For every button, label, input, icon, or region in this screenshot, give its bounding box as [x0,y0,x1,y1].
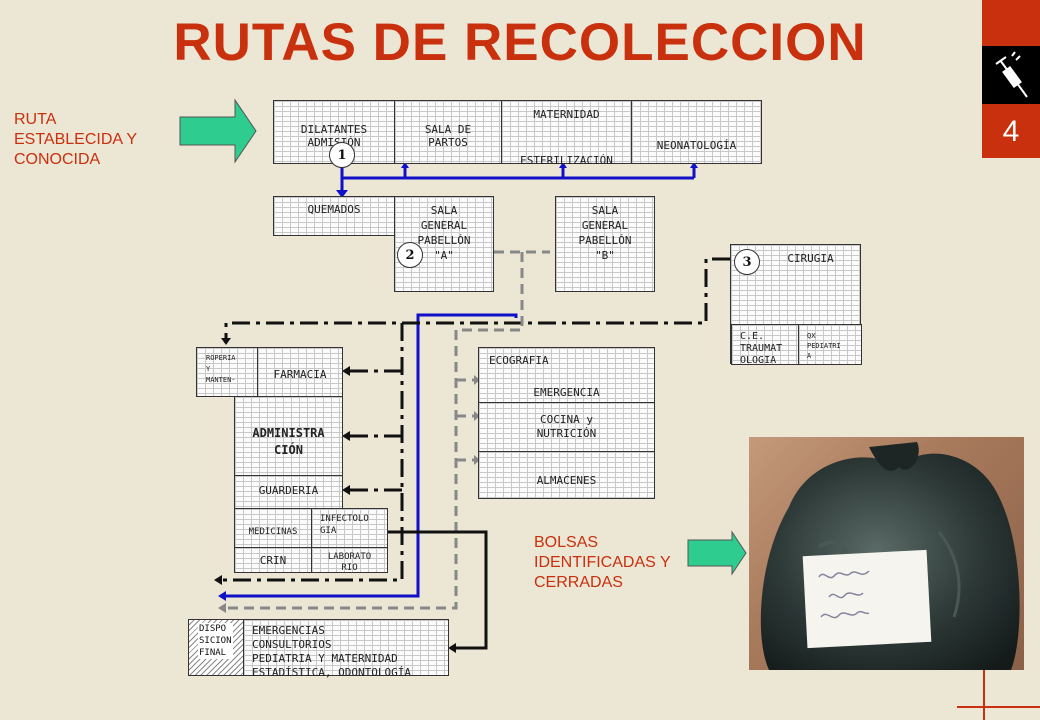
accent-line-horizontal [957,706,1040,708]
area-medicinas: MEDICINAS [234,508,312,548]
sidebar-accent-top [982,0,1040,46]
area-sala-b: SALA GENERAL PABELLÓN "B" [555,196,655,292]
route-marker-3: 3 [734,249,760,275]
area-sala-partos: SALA DE PARTOS [394,100,502,164]
bag-note-text: Desechos Bioinfecciosos [749,437,750,438]
area-bottom-services: EMERGENCIAS CONSULTORIOS PEDIATRIA Y MAT… [243,619,449,679]
area-dilatantes: DILATANTES ADMISIÓN [273,100,395,164]
area-ce-traumatologia: C.E. TRAUMAT OLOGIA [731,324,799,366]
area-infectologia: INFECTOLO GIA [311,508,388,548]
bags-label: BOLSAS IDENTIFICADAS Y CERRADAS [534,534,671,591]
garbage-bag-image [760,442,1020,670]
route-arrow-icon [179,98,257,164]
page-title: RUTAS DE RECOLECCION [173,13,867,72]
area-cocina: COCINA y NUTRICIÓN [478,402,655,452]
area-maternidad: MATERNIDAD ESTERILIZACIÓN [501,100,632,167]
area-almacenes: ALMACENES [478,451,655,499]
final-disposal-label: DISPO SICION FINAL [198,623,233,659]
area-roperia: ROPERIA Y MANTEN- [196,347,258,397]
area-farmacia: FARMACIA [257,347,343,397]
bag-photo: Desechos Bioinfecciosos [749,437,1024,670]
route-marker-2: 2 [397,242,423,268]
area-crin: CRIN [234,547,312,573]
syringe-icon [995,51,1028,98]
area-qx-pediatria: QX PEDIATRI A [798,324,862,365]
area-guarderia: GUARDERIA [234,475,343,509]
area-administracion: ADMINISTRA CIÓN [234,396,343,476]
route-label: RUTA ESTABLECIDA Y CONOCIDA [14,111,138,168]
slide-number: 4 [982,104,1040,158]
bags-arrow-icon [687,530,747,576]
area-quemados: QUEMADOS [273,196,395,236]
area-laboratorio: LABORATO RIO [311,547,388,573]
area-neonatologia: NEONATOLOGÍA [631,100,762,164]
accent-line-vertical [983,668,985,720]
area-ecografia-emergencia: ECOGRAFIA EMERGENCIA [478,347,655,403]
logo-panel [982,46,1040,104]
route-marker-1: 1 [329,142,355,168]
